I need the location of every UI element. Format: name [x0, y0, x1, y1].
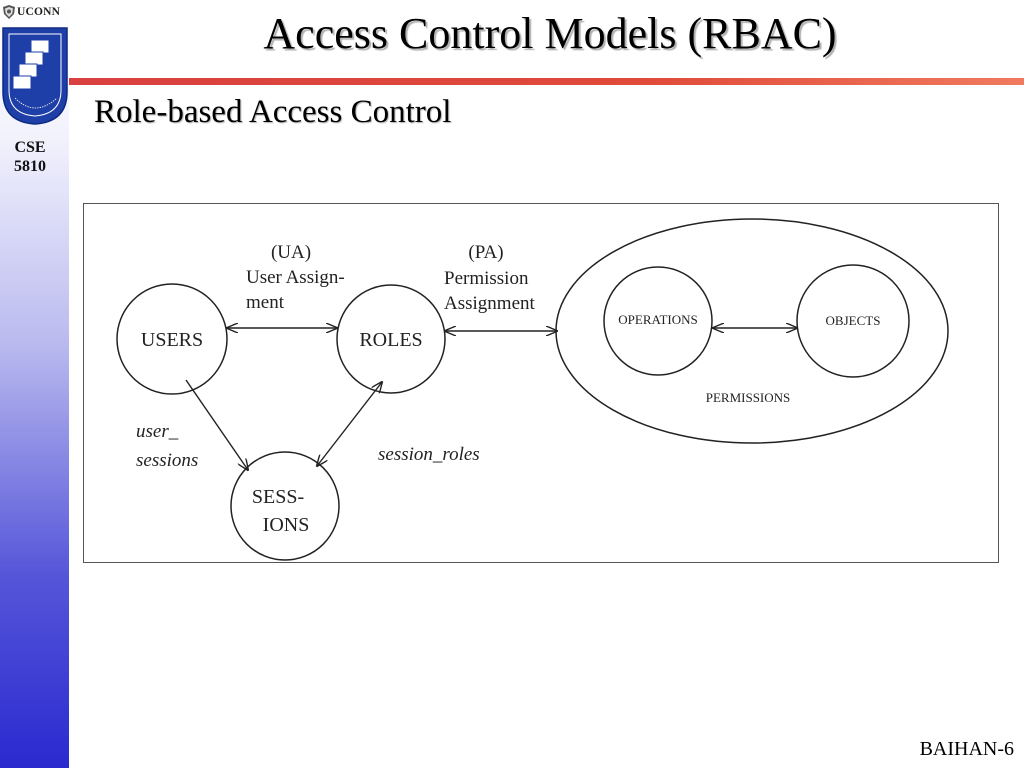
- slide-footer: BAIHAN-6: [919, 738, 1014, 760]
- sessions-node: [230, 451, 340, 561]
- uconn-label: UCONN: [17, 6, 61, 18]
- pa-label-line1: (PA): [468, 242, 503, 263]
- rbac-diagram-canvas: USERS ROLES SESS- IONS OPERATIONS OBJECT…: [116, 218, 949, 561]
- permissions-ellipse: [555, 218, 949, 444]
- uconn-seal-icon: [3, 5, 15, 19]
- ua-label-line3: ment: [246, 292, 285, 313]
- roles-label: ROLES: [359, 329, 422, 351]
- user-sessions-label-line2: sessions: [136, 450, 198, 471]
- uconn-branding: UCONN: [3, 3, 69, 21]
- roles-node: [336, 284, 446, 394]
- permissions-label: PERMISSIONS: [706, 390, 791, 405]
- session-roles-label: session_roles: [378, 444, 480, 465]
- session-roles-arrow: [317, 382, 382, 466]
- sidebar: UCONN CSE 5810: [0, 0, 69, 768]
- operations-node: [603, 266, 713, 376]
- title-divider: [69, 78, 1024, 85]
- sessions-label-line2: IONS: [263, 514, 310, 536]
- user-sessions-label-line1: user_: [136, 421, 179, 442]
- objects-node: [796, 264, 910, 378]
- pa-label-line3: Assignment: [444, 293, 536, 314]
- course-number: CSE 5810: [0, 138, 60, 176]
- cse-department-logo-icon: [2, 27, 68, 125]
- users-node: [116, 283, 228, 395]
- objects-label: OBJECTS: [826, 313, 881, 328]
- slide-subtitle: Role-based Access Control: [94, 94, 452, 130]
- users-label: USERS: [141, 329, 203, 351]
- course-code: CSE: [14, 139, 46, 156]
- rbac-diagram: USERS ROLES SESS- IONS OPERATIONS OBJECT…: [83, 203, 999, 563]
- user-sessions-arrow: [185, 379, 248, 470]
- operations-label: OPERATIONS: [618, 312, 697, 327]
- pa-label-line2: Permission: [444, 268, 529, 289]
- sessions-label-line1: SESS-: [252, 486, 304, 508]
- course-id: 5810: [14, 158, 46, 175]
- ua-label-line1: (UA): [271, 242, 311, 263]
- slide-title: Access Control Models (RBAC): [263, 9, 837, 58]
- ua-label-line2: User Assign-: [246, 267, 345, 288]
